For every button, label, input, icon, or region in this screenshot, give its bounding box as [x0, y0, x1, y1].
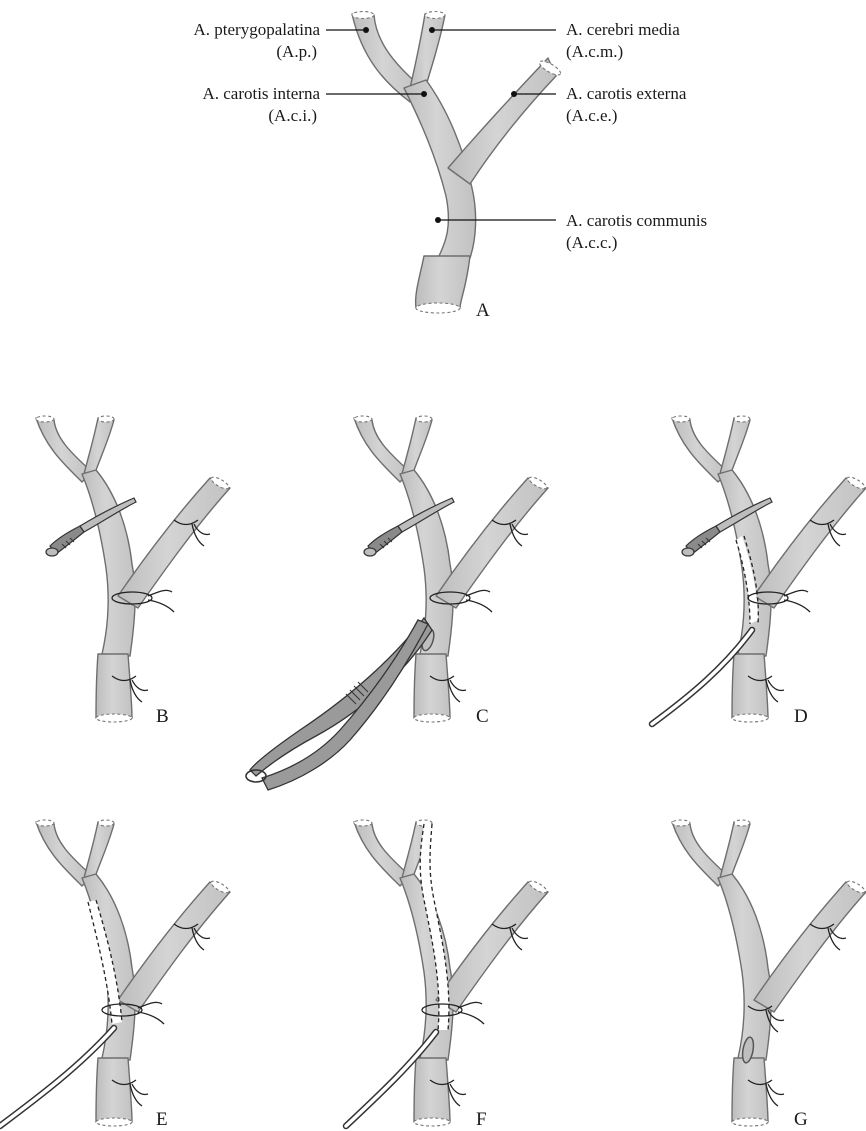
- panel-letter-f: F: [476, 1109, 487, 1130]
- panel-letter-c: C: [476, 706, 489, 727]
- a-carotis-communis-trunk: [416, 256, 470, 308]
- microscissors-forceps: [246, 618, 432, 790]
- panel-c: C: [246, 416, 548, 790]
- label-carotis-externa: A. carotis externa: [566, 84, 687, 103]
- label-carotis-communis-abbr: (A.c.c.): [566, 233, 617, 252]
- panel-letter-e: E: [156, 1109, 168, 1130]
- label-pterygopalatina: A. pterygopalatina: [193, 20, 320, 39]
- label-carotis-externa-abbr: (A.c.e.): [566, 106, 617, 125]
- a-cerebri-media-branch: [410, 14, 445, 92]
- panel-a-vessel-diagram: A. pterygopalatina (A.p.) A. carotis int…: [193, 12, 707, 322]
- panel-b: B: [36, 416, 230, 727]
- panel-g: G: [672, 820, 866, 1130]
- label-cerebri-media-abbr: (A.c.m.): [566, 42, 623, 61]
- panel-e: E: [0, 820, 230, 1130]
- panel-letter-a: A: [476, 300, 490, 321]
- panel-d: D: [652, 416, 866, 727]
- label-cerebri-media: A. cerebri media: [566, 20, 680, 39]
- panel-letter-d: D: [794, 706, 808, 727]
- label-carotis-communis: A. carotis communis: [566, 211, 707, 230]
- label-carotis-interna-abbr: (A.c.i.): [268, 106, 317, 125]
- label-carotis-interna: A. carotis interna: [202, 84, 320, 103]
- panel-f: F: [346, 820, 548, 1130]
- panel-letter-g: G: [794, 1109, 808, 1130]
- label-pterygopalatina-abbr: (A.p.): [276, 42, 317, 61]
- a-carotis-externa-branch: [448, 58, 556, 184]
- panel-letter-b: B: [156, 706, 169, 727]
